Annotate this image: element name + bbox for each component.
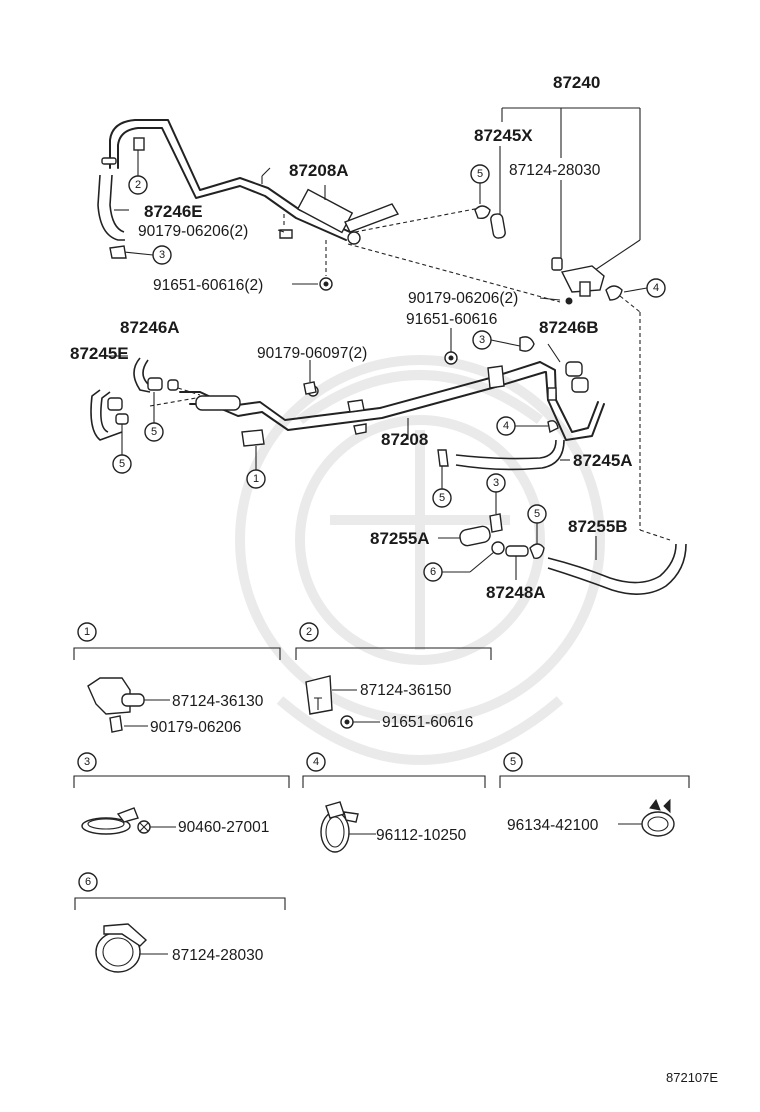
legend-box-3: 3 90460-27001 [73,752,290,836]
svg-text:5: 5 [534,508,540,520]
legend-3-part-a: 90460-27001 [178,819,269,836]
svg-text:4: 4 [313,756,319,768]
svg-text:6: 6 [430,566,436,578]
label-87208: 87208 [381,430,428,449]
watermark-emblem [235,355,605,765]
hose-87245A [437,439,565,471]
svg-text:5: 5 [119,458,125,470]
svg-text:2: 2 [135,179,141,191]
label-90179-06206-2b: 90179-06206(2) [408,290,518,307]
hose-87246E [97,157,125,241]
callout-6-a: 6 [423,551,495,582]
svg-text:2: 2 [306,626,312,638]
legend-box-2: 2 87124-36150 91651-60616 [295,622,492,731]
legend-6-part-a: 87124-28030 [172,947,264,964]
callout-3-c: 3 [486,473,506,514]
callout-5-a: 5 [470,164,490,204]
svg-text:6: 6 [85,876,91,888]
svg-text:5: 5 [510,756,516,768]
label-91651-60616-2: 91651-60616(2) [153,277,263,294]
hose-87246A-87245E [90,357,201,441]
svg-text:3: 3 [479,334,485,346]
legend-box-5: 5 96134-42100 [499,752,690,837]
label-87255B: 87255B [568,517,628,536]
callout-4-a: 4 [623,278,666,298]
svg-text:4: 4 [653,282,659,294]
dashed-connectors-top [283,207,671,541]
pipe-87246B [539,361,605,441]
label-87255A: 87255A [370,529,430,548]
legend-2-part-a: 87124-36150 [360,682,452,699]
label-87124-28030-top: 87124-28030 [509,162,601,179]
legend-4-part-a: 96112-10250 [376,827,467,844]
callout-2-a: 2 [128,137,148,195]
label-87248A: 87248A [486,583,546,602]
diagram-code: 872107E [666,1070,718,1085]
svg-text:3: 3 [159,249,165,261]
svg-text:3: 3 [493,477,499,489]
callout-1-a: 1 [246,469,266,489]
legend-1-part-b: 90179-06206 [150,719,241,736]
legend-box-1: 1 87124-36130 90179-06206 [73,622,281,736]
callout-5-d: 5 [432,466,452,508]
callout-5-b: 5 [144,392,164,442]
marker-91651-b [444,328,458,365]
legend-box-4: 4 96112-10250 [302,752,486,853]
legend-2-part-b: 91651-60616 [382,714,473,731]
label-87246B: 87246B [539,318,599,337]
label-87240: 87240 [553,73,600,92]
legend-box-6: 6 87124-28030 [74,872,286,973]
callout-5-c: 5 [112,424,132,474]
leader-87240 [499,107,641,273]
pipe-87208A [109,119,400,245]
svg-text:5: 5 [477,168,483,180]
hose-87245X [474,205,506,239]
label-87245A: 87245A [573,451,633,470]
svg-text:3: 3 [84,756,90,768]
svg-text:1: 1 [84,626,90,638]
callout-3-b: 3 [472,330,535,352]
callout-5-e: 5 [527,504,547,544]
leader-lines [100,185,597,580]
label-87245X: 87245X [474,126,533,145]
valve-87240 [551,257,623,305]
svg-text:1: 1 [253,473,259,485]
callout-4-b: 4 [496,416,548,436]
marker-90179-06097 [303,360,317,395]
label-87246A: 87246A [120,318,180,337]
legend-1-part-a: 87124-36130 [172,693,264,710]
svg-text:4: 4 [503,420,509,432]
label-90179-06206-2a: 90179-06206(2) [138,223,248,240]
legend-5-part-a: 96134-42100 [507,817,599,834]
label-87208A: 87208A [289,161,349,180]
svg-text:5: 5 [151,426,157,438]
bracket-1 [241,429,265,470]
svg-text:5: 5 [439,492,445,504]
label-90179-06097-2: 90179-06097(2) [257,345,367,362]
hoses-87255A-87248A-87255B [459,513,687,595]
label-87246E: 87246E [144,202,203,221]
label-87245E: 87245E [70,344,129,363]
callout-3-a: 3 [109,245,172,265]
label-91651-60616: 91651-60616 [406,311,497,328]
marker-91651-a [319,277,333,291]
